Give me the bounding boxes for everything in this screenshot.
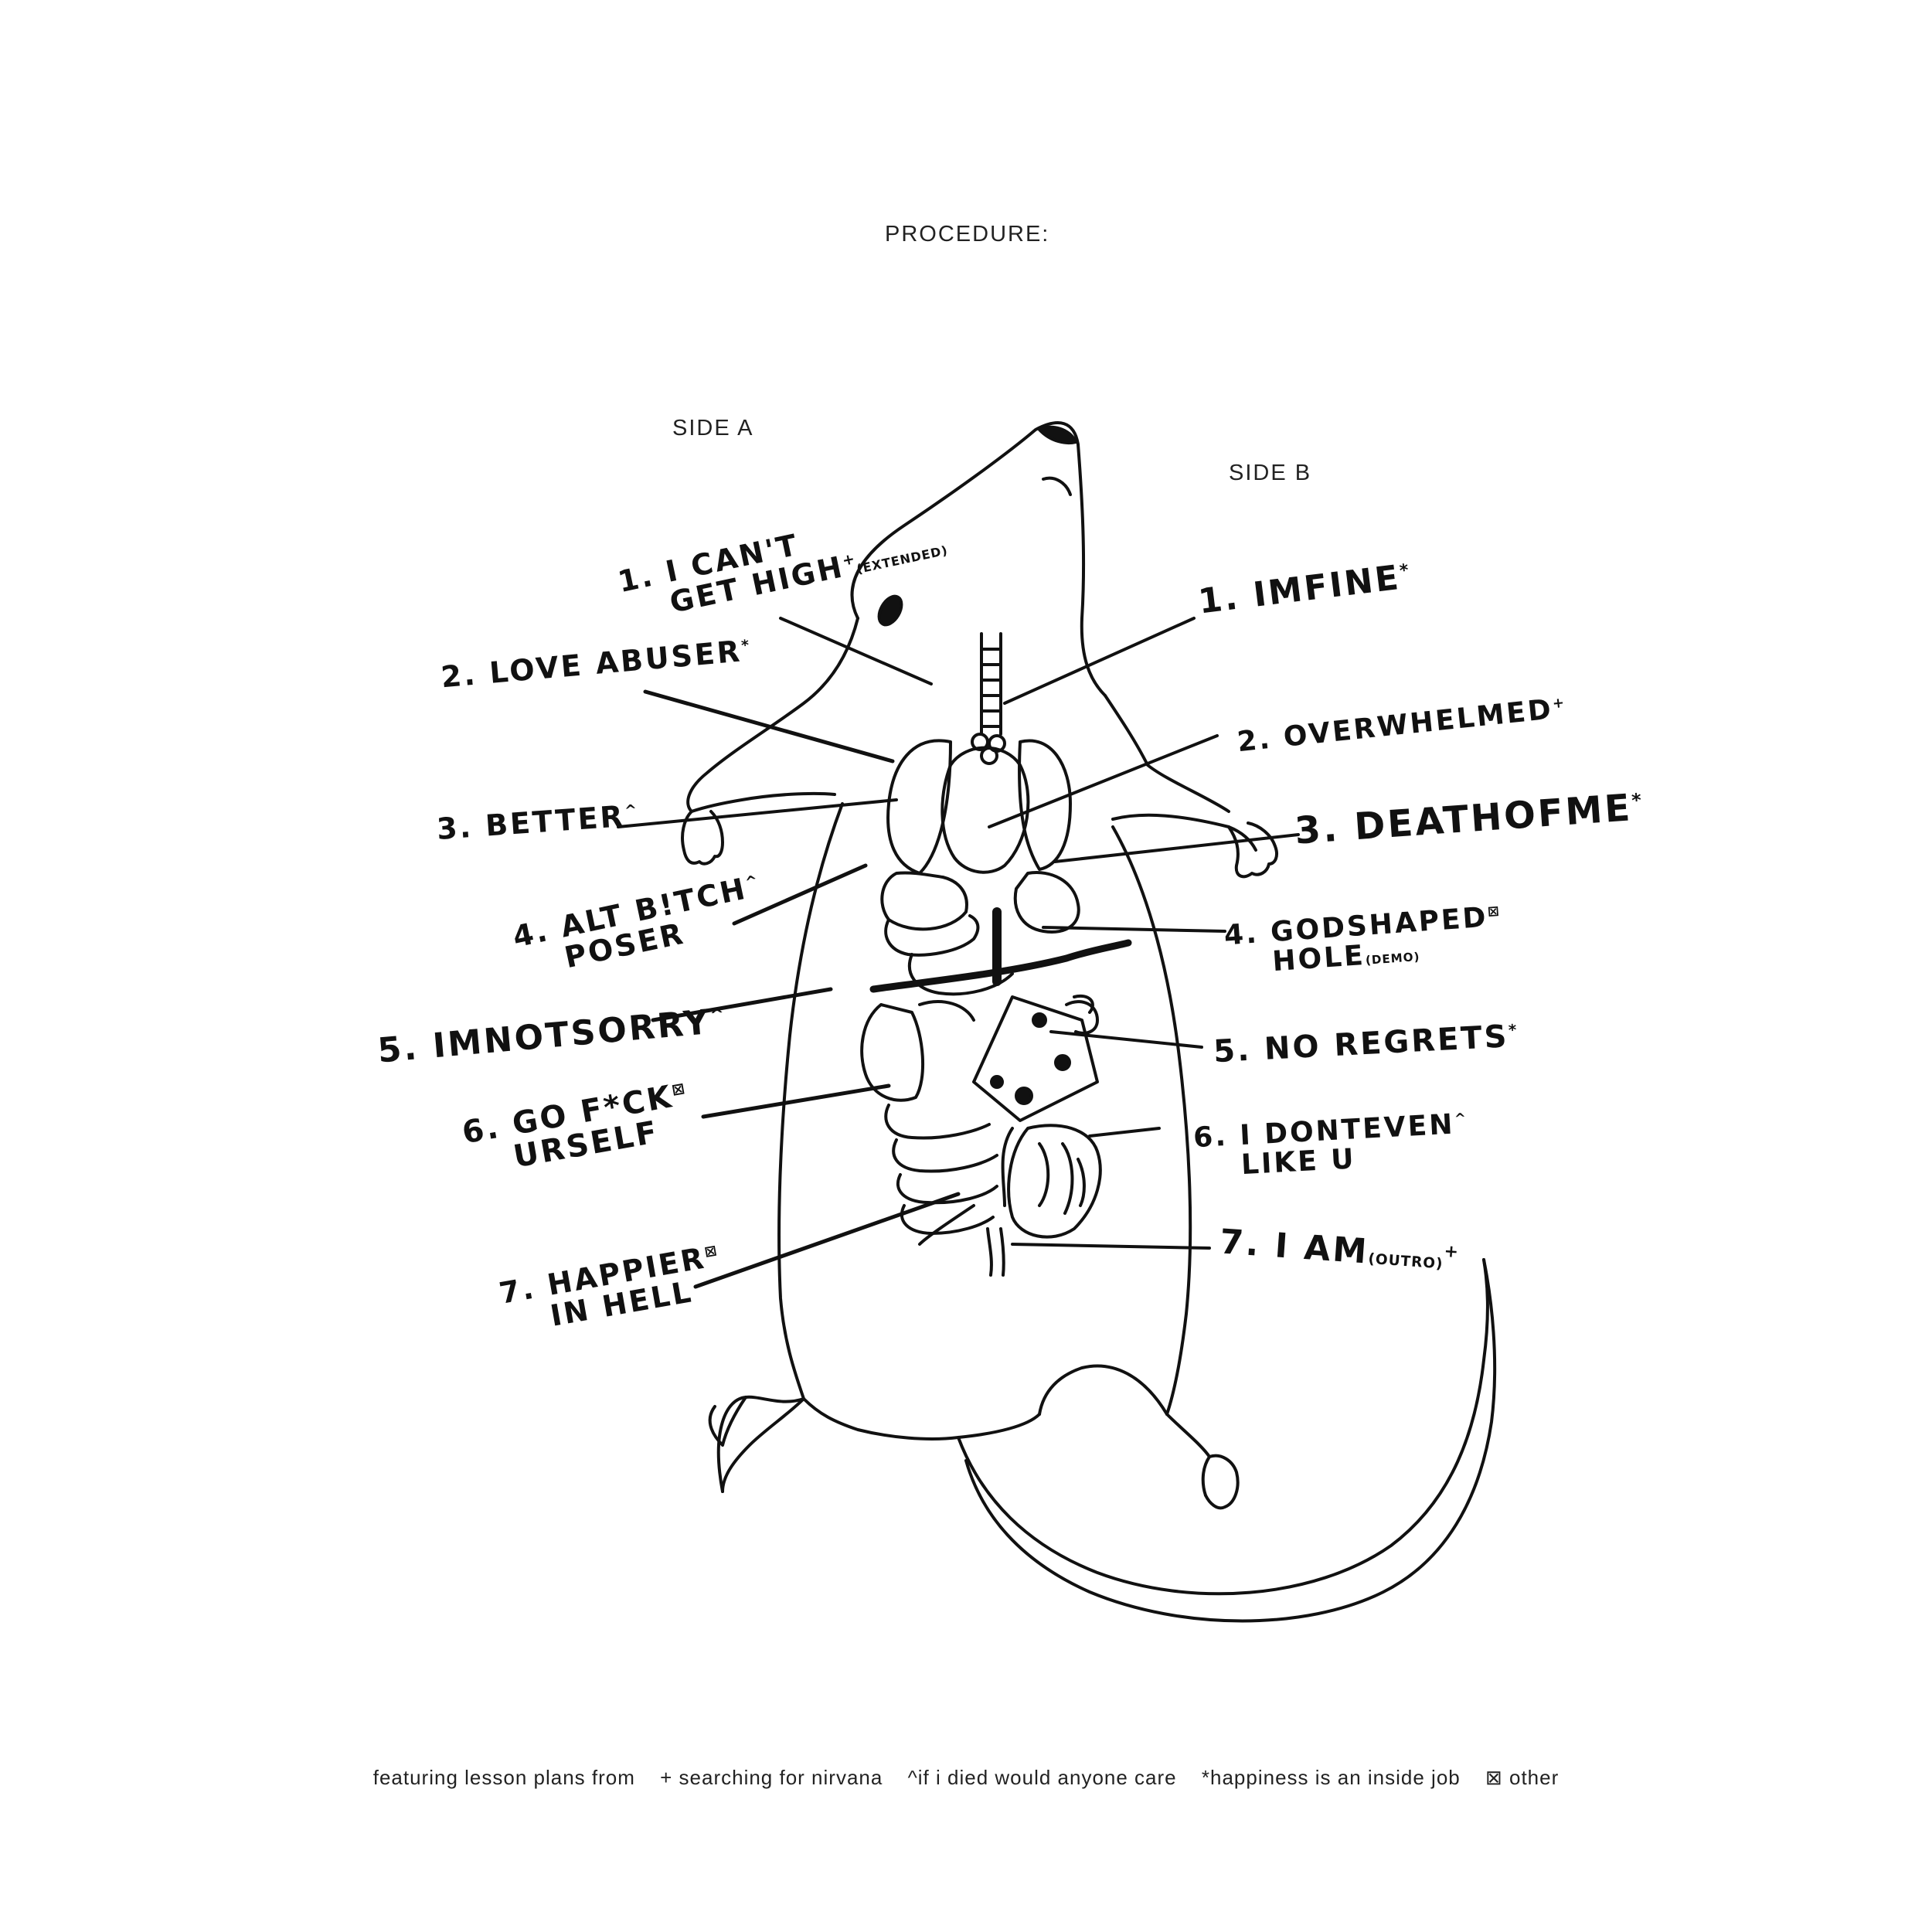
pointer-a6 — [701, 1083, 891, 1119]
legend-item-box: ⊠ other — [1485, 1766, 1560, 1789]
footer-intro: featuring lesson plans from — [372, 1766, 635, 1789]
pointer-a7 — [693, 1192, 961, 1289]
track-mark: ^ — [624, 801, 638, 820]
track-mark: + — [1443, 1241, 1459, 1263]
pointer-a4 — [732, 863, 868, 926]
pointer-b2 — [988, 734, 1219, 828]
page-title: PROCEDURE: — [885, 222, 1050, 247]
track-mark: ⊠ — [1487, 903, 1500, 920]
track-title-cont: HOLE — [1271, 939, 1366, 978]
track-mark: * — [1631, 789, 1642, 812]
track-mark: * — [740, 636, 750, 655]
footer-legend: featuring lesson plans from + searching … — [0, 1766, 1932, 1790]
organs — [860, 632, 1132, 1277]
track-mark: * — [1508, 1020, 1517, 1039]
track-mark: + — [1551, 694, 1566, 713]
pointer-b7 — [1011, 1243, 1211, 1250]
legend-item-caret: ^if i died would anyone care — [907, 1766, 1177, 1789]
track-mark: ^ — [1454, 1110, 1467, 1128]
track-mark: * — [1398, 560, 1410, 581]
pointer-b3 — [1053, 833, 1300, 863]
pointer-lines — [617, 617, 1300, 1289]
legend-item-asterisk: *happiness is an inside job — [1201, 1766, 1461, 1789]
track-title-cont: LIKE U — [1240, 1143, 1357, 1181]
track-note: (OUTRO) — [1367, 1250, 1444, 1273]
pointer-a3 — [617, 798, 898, 828]
pointer-a5 — [651, 987, 833, 1022]
legend-item-plus: + searching for nirvana — [660, 1766, 883, 1789]
pointer-b4 — [1042, 926, 1226, 933]
pointer-a2 — [643, 689, 895, 764]
track-mark: + — [840, 549, 856, 570]
pointer-b5 — [1049, 1030, 1203, 1049]
track-mark: ^ — [709, 1005, 726, 1026]
track-note: (DEMO) — [1365, 949, 1421, 968]
side-b-heading: SIDE B — [1229, 461, 1312, 485]
rat-outline — [681, 421, 1497, 1623]
pointer-b6 — [1088, 1127, 1161, 1138]
pointer-b1 — [1003, 617, 1196, 705]
pointer-a1 — [779, 617, 933, 685]
side-a-heading: SIDE A — [672, 416, 754, 440]
